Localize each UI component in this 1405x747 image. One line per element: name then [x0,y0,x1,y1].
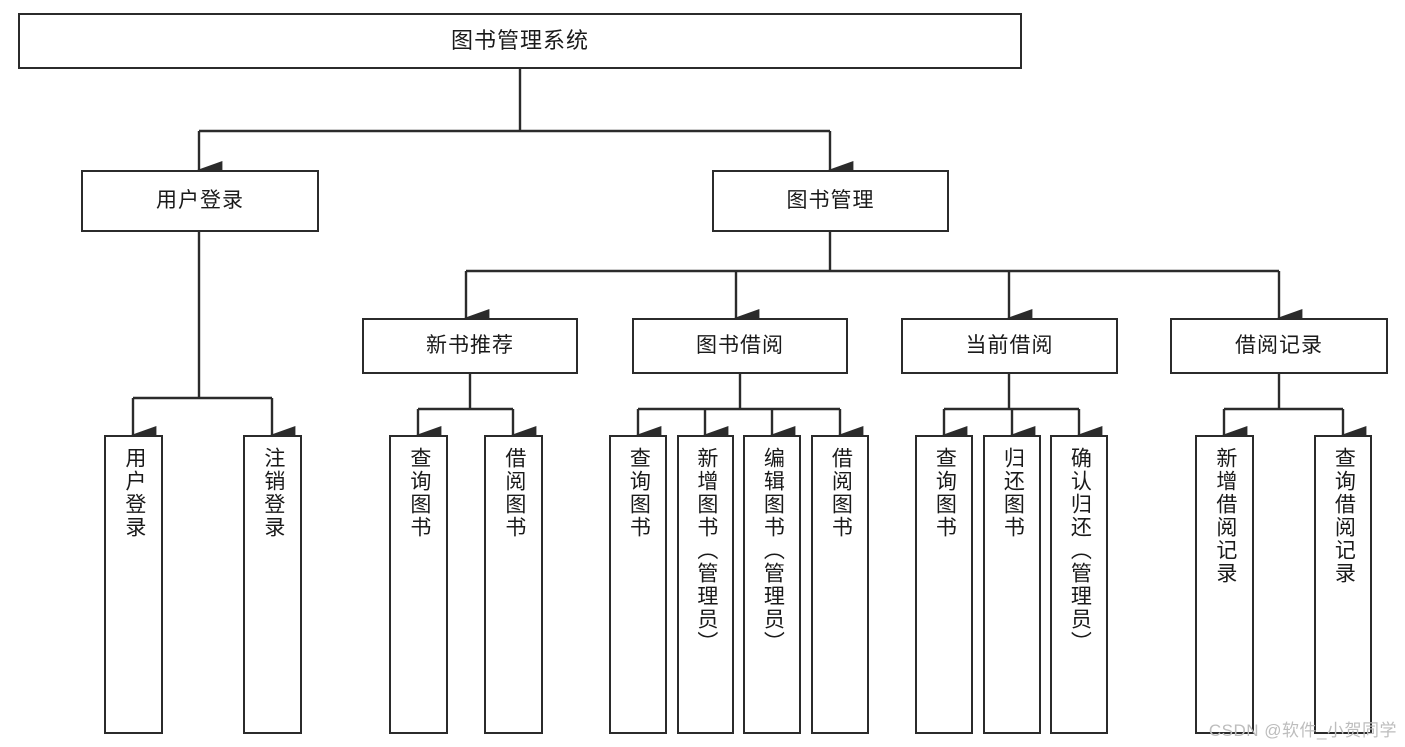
node-label: 新书推荐 [426,334,514,358]
node-leaf-return-book[interactable]: 归还图书 [983,435,1041,734]
node-root-system[interactable]: 图书管理系统 [18,13,1022,69]
node-label: 借阅图书 [502,447,526,539]
node-leaf-user-login[interactable]: 用户登录 [104,435,163,734]
node-new-book-rec[interactable]: 新书推荐 [362,318,578,374]
node-leaf-query-book-3[interactable]: 查询图书 [915,435,973,734]
node-label: 查询借阅记录 [1332,447,1356,585]
node-label: 查询图书 [407,447,431,539]
node-label: 编辑图书（管理员） [761,447,785,654]
node-label: 借阅图书 [829,447,853,539]
node-label: 注销登录 [261,447,285,539]
node-label: 借阅记录 [1235,334,1323,358]
node-leaf-add-record[interactable]: 新增借阅记录 [1195,435,1254,734]
node-leaf-borrow-book-1[interactable]: 借阅图书 [484,435,543,734]
node-user-login[interactable]: 用户登录 [81,170,319,232]
node-label: 新增图书（管理员） [694,447,718,654]
node-current-borrow[interactable]: 当前借阅 [901,318,1118,374]
node-book-manage[interactable]: 图书管理 [712,170,949,232]
node-leaf-query-book-1[interactable]: 查询图书 [389,435,448,734]
node-label: 查询图书 [933,447,957,539]
node-leaf-query-record[interactable]: 查询借阅记录 [1314,435,1372,734]
node-label: 新增借阅记录 [1213,447,1237,585]
node-leaf-confirm-return[interactable]: 确认归还（管理员） [1050,435,1108,734]
node-label: 图书借阅 [696,334,784,358]
node-leaf-add-book[interactable]: 新增图书（管理员） [677,435,734,734]
node-book-borrow[interactable]: 图书借阅 [632,318,848,374]
node-label: 当前借阅 [965,334,1054,358]
node-label: 查询图书 [627,447,651,539]
node-borrow-record[interactable]: 借阅记录 [1170,318,1388,374]
node-label: 归还图书 [1001,447,1025,539]
node-leaf-edit-book[interactable]: 编辑图书（管理员） [743,435,801,734]
node-label: 用户登录 [122,447,146,539]
node-leaf-query-book-2[interactable]: 查询图书 [609,435,667,734]
node-leaf-logout[interactable]: 注销登录 [243,435,302,734]
node-label: 图书管理系统 [450,27,589,53]
node-label: 图书管理 [786,189,875,213]
node-leaf-borrow-book-2[interactable]: 借阅图书 [811,435,869,734]
node-label: 用户登录 [156,189,244,213]
node-label: 确认归还（管理员） [1068,447,1092,654]
